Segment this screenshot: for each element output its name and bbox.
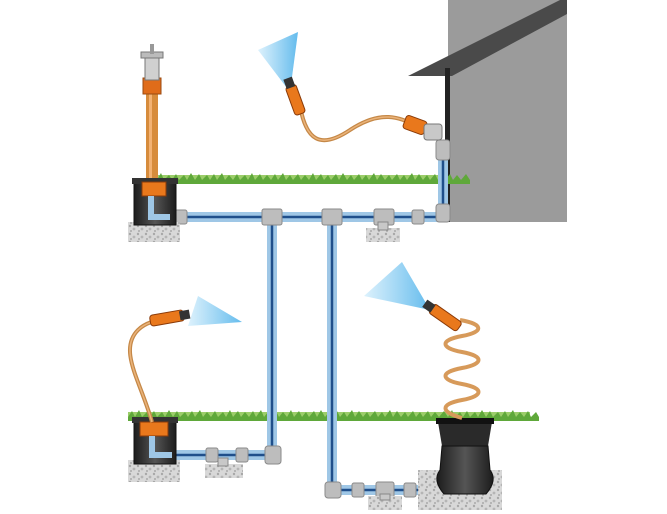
tap-column	[140, 44, 164, 188]
ground-box-left-upper	[128, 178, 180, 242]
pipe-fittings	[174, 139, 451, 499]
spray-jet	[188, 296, 242, 326]
spray-nozzle-top	[258, 32, 306, 116]
hose-top	[298, 105, 443, 143]
drain-valve-icon	[205, 457, 243, 478]
spray-nozzle-right	[364, 262, 462, 332]
house-roof	[408, 0, 567, 76]
spray-nozzle-left	[149, 296, 242, 327]
hose-reel-icon	[438, 422, 492, 446]
grass-upper	[150, 173, 470, 184]
drain-valve-icon	[368, 493, 402, 510]
spray-nozzle-icon	[422, 299, 462, 332]
ground-box-left-lower	[128, 417, 180, 482]
drain-valve-icon	[366, 221, 400, 242]
hose-reel-pit	[418, 318, 502, 510]
drain-valves	[205, 221, 402, 510]
spray-jet	[258, 32, 298, 92]
hose-left	[127, 316, 169, 423]
spray-nozzle-icon	[283, 76, 306, 116]
coiled-hose	[443, 318, 481, 420]
house	[408, 0, 567, 222]
spray-jet	[364, 262, 430, 310]
spray-nozzle-icon	[149, 309, 191, 327]
